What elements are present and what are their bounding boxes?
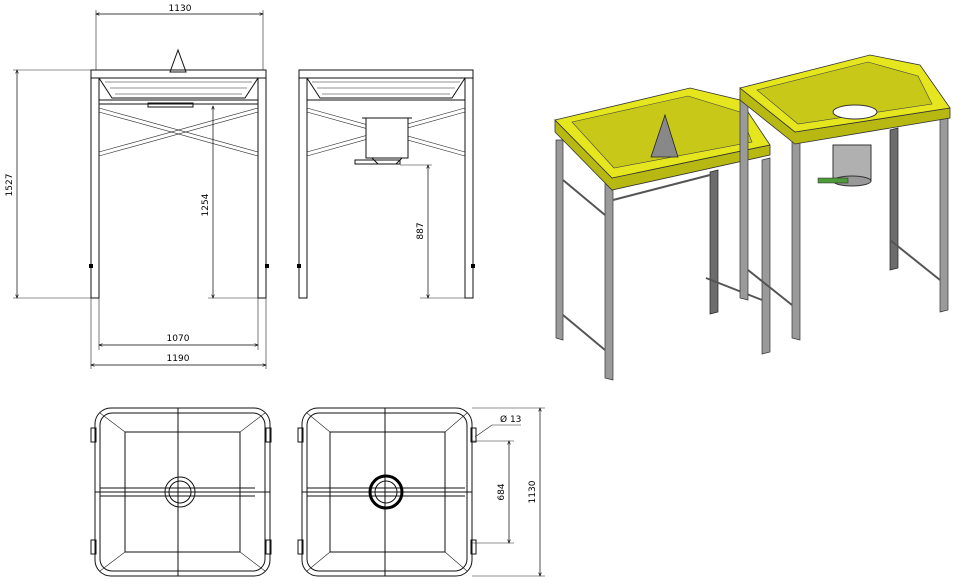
cone-icon <box>650 113 679 158</box>
front-view-hopper <box>297 69 475 299</box>
dimension-1527: 1527 <box>5 70 91 298</box>
isometric-view <box>554 54 951 381</box>
top-view-hopper <box>297 407 477 577</box>
hopper-icon <box>832 144 872 182</box>
dimension-label: Ø 13 <box>500 414 521 425</box>
dimension-label: 887 <box>416 222 426 239</box>
dimension-label: 1130 <box>528 480 538 503</box>
dimension-label: 1070 <box>167 334 190 344</box>
dimension-label: 1190 <box>167 354 190 364</box>
cone-icon <box>169 48 187 73</box>
dimension-684: 684 <box>472 441 514 543</box>
dimension-hole-diameter: Ø 13 <box>474 414 521 438</box>
dimension-label: 1130 <box>169 4 192 14</box>
dimension-1190: 1190 <box>91 298 266 369</box>
dimension-1070: 1070 <box>99 298 258 350</box>
dimension-label: 1527 <box>5 174 15 197</box>
dimension-1130-side: 1130 <box>472 408 545 576</box>
dimension-label: 684 <box>497 483 507 500</box>
dimension-1254: 1254 <box>201 106 258 298</box>
dimension-label: 1254 <box>201 193 211 216</box>
dimension-887: 887 <box>400 165 465 298</box>
front-view-cone <box>89 48 269 299</box>
top-view-cone <box>90 407 272 577</box>
dimension-1130-top: 1130 <box>96 4 263 70</box>
